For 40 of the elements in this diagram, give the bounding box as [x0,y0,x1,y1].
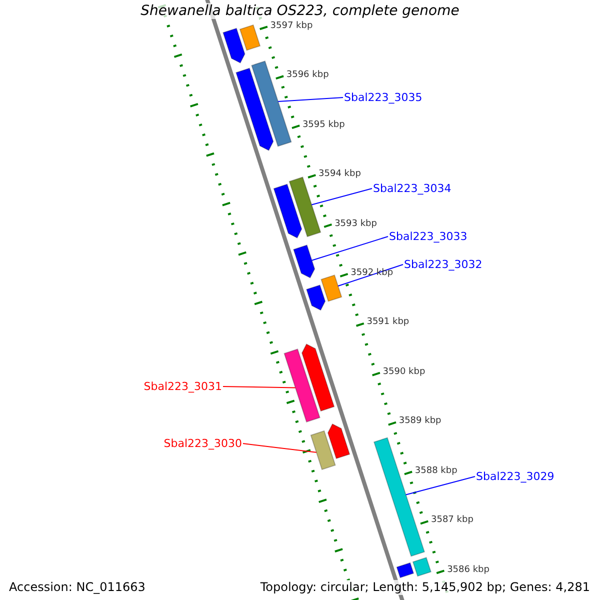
scale-label: 3589 kbp [398,416,442,428]
gene-feature [301,343,335,412]
footer-text: Topology: circular; Length: 5,145,902 bp; Genes: 4,281 [260,580,590,595]
leader-line [278,97,344,102]
gene-feature [288,176,322,238]
gene-feature [327,423,350,460]
scale-label: 3596 kbp [286,70,329,82]
gene-feature [284,348,320,423]
scale-label: 3590 kbp [382,366,426,378]
scale-label: 3594 kbp [318,169,361,180]
gene-feature [273,184,302,238]
scale-label: 3588 kbp [414,466,458,477]
leader-line [311,236,388,261]
leader-line [405,476,476,496]
gene-feature [292,244,316,278]
gene-label: Sbal223_3030 [164,437,242,450]
gene-feature [310,430,336,470]
scale-label: 3586 kbp [447,564,490,576]
footer-text: Accession: NC_011663 [9,580,146,595]
leader-line [222,386,296,388]
gene-label: Sbal223_3031 [144,380,222,393]
gene-label: Sbal223_3032 [404,258,482,271]
scale-label: 3591 kbp [366,317,410,328]
scale-label: 3595 kbp [302,120,345,131]
gene-feature [320,274,342,302]
scale-label: 3597 kbp [270,20,313,32]
scale-label: 3593 kbp [334,218,377,230]
gene-label: Sbal223_3034 [373,182,452,195]
gene-feature [235,68,274,151]
scale-label: 3587 kbp [431,515,474,526]
gene-feature [412,556,432,577]
gene-feature [239,24,261,51]
gene-feature [306,284,326,311]
leader-line [242,443,317,453]
gene-label: Sbal223_3035 [344,91,422,104]
leader-line [338,264,404,287]
gene-feature [222,28,246,64]
scale-label: 3592 kbp [350,268,394,279]
gene-label: Sbal223_3033 [389,230,468,243]
gene-label: Sbal223_3029 [476,470,554,483]
